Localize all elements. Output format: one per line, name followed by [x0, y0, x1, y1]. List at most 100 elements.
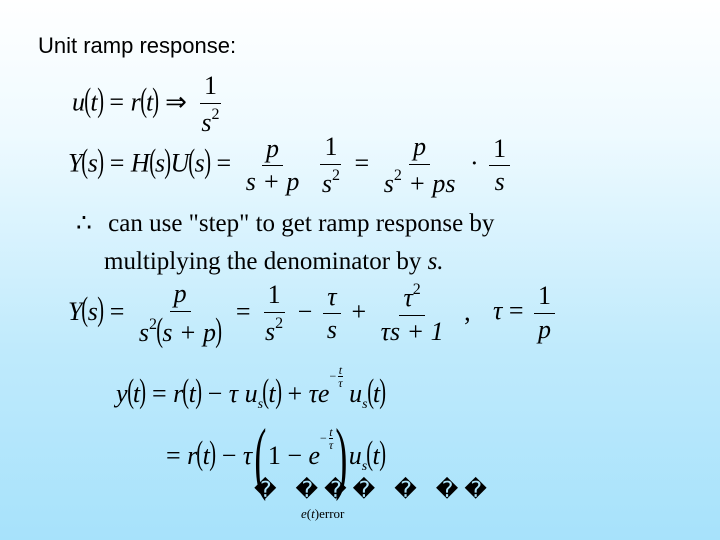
exponent: 2 [393, 166, 402, 184]
term-s-plus-p: s + p [162, 317, 217, 347]
var-t: t [188, 379, 196, 408]
fraction-numerator: τ2 [399, 281, 425, 316]
var-tau: τ [242, 440, 253, 470]
underbrace-glyphs: � ��� � �� [254, 478, 493, 503]
fraction-p-over-s2-s-plus-p: p s2(s + p) [135, 279, 225, 348]
var-tau: τ [403, 283, 413, 313]
error-word: error [319, 506, 345, 521]
equation-ramp-input: u(t) = r(t) ⇒ 1 s2 [72, 71, 228, 137]
comma: , [464, 296, 471, 326]
var-r: r [173, 379, 184, 408]
explanation-text: multiplying the denominator by [104, 248, 422, 275]
minus-sign: − [207, 379, 223, 408]
var-s: s [87, 296, 98, 326]
fraction-denominator: s2 + ps [380, 165, 460, 199]
var-s: s [87, 148, 98, 178]
var-s: s [201, 107, 212, 137]
error-label: e(t)error [301, 506, 345, 521]
fraction-p-over-s-plus-p: p s + p [242, 134, 304, 197]
equation-output-laplace: Y(s) = H(s)U(s) = p s + p 1 s2 = p s2 + … [68, 132, 514, 199]
var-u: u [244, 379, 258, 408]
minus-sign: − [297, 296, 313, 326]
minus-sign: − [329, 369, 337, 383]
var-u: u [348, 440, 362, 470]
var-s: s [383, 168, 394, 198]
fraction-numerator: 1 [320, 132, 342, 165]
equals-sign: = [151, 379, 167, 408]
equals-sign: = [235, 296, 251, 326]
var-t: t [268, 379, 276, 408]
var-t: t [311, 506, 315, 521]
fraction-denominator: τs + 1 [380, 316, 444, 346]
var-s: s [155, 148, 166, 178]
multiply-dot: · [469, 148, 479, 178]
explanation-line-2: multiplying the denominator by s. [104, 248, 444, 276]
fraction-p-over-s2-plus-ps: p s2 + ps [380, 132, 460, 199]
fraction-one-over-s2: 1 s2 [261, 281, 287, 346]
var-H: H [130, 148, 150, 178]
fraction-numerator: 1 [263, 281, 285, 313]
var-y: y [116, 379, 128, 408]
var-t: t [132, 379, 141, 408]
fraction-numerator: p [409, 132, 431, 165]
var-tau: τ [228, 379, 239, 408]
exponent: 2 [275, 314, 284, 332]
fraction-denominator: τ [338, 376, 343, 390]
var-t: t [372, 440, 380, 470]
var-e: e [301, 506, 307, 521]
subscript-s: s [362, 397, 368, 412]
var-r: r [130, 87, 141, 117]
minus-sign: − [221, 440, 237, 470]
exponent: 2 [149, 315, 158, 333]
equals-sign: = [109, 296, 125, 326]
fraction-numerator: t [329, 424, 333, 439]
fraction-one-over-p: 1 p [533, 281, 555, 344]
fraction-numerator: 1 [533, 281, 555, 314]
var-t: t [372, 379, 381, 408]
slide-title: Unit ramp response: [38, 33, 237, 58]
fraction-numerator: 1 [489, 134, 511, 167]
equals-sign: = [109, 87, 125, 117]
exponent: 2 [412, 281, 421, 299]
var-t: t [202, 440, 210, 470]
plus-sign: + [287, 379, 303, 408]
var-u: u [72, 87, 85, 117]
equation-partial-fractions: Y(s) = p s2(s + p) = 1 s2 − τ s + τ2 τs … [68, 279, 471, 349]
var-tau: τ [493, 296, 503, 326]
var-s: s. [427, 248, 444, 275]
fraction-numerator: τ [323, 282, 341, 315]
var-t: t [146, 87, 154, 117]
fraction-numerator: t [338, 363, 343, 377]
fraction-denominator: s2 [318, 165, 344, 199]
plus-sign: + [351, 296, 367, 326]
equals-sign: = [166, 440, 181, 470]
fraction-numerator: 1 [199, 71, 221, 104]
equals-sign: = [354, 148, 370, 178]
fraction-denominator: p [537, 314, 551, 344]
term-ps: + ps [408, 168, 456, 198]
var-e: e [308, 440, 321, 470]
var-s: s [138, 317, 150, 347]
var-s: s [265, 316, 276, 346]
var-r: r [187, 440, 198, 470]
equals-sign: = [109, 148, 125, 178]
equals-sign: = [508, 296, 524, 326]
explanation-text: can use "step" to get ramp response by [108, 210, 495, 237]
implies-arrow: ⇒ [165, 87, 187, 117]
var-s: s [321, 168, 333, 198]
var-s: s [194, 148, 205, 178]
var-u: u [349, 379, 363, 408]
fraction-denominator: τ [328, 437, 334, 452]
equals-sign: = [216, 148, 232, 178]
var-Y: Y [68, 148, 83, 178]
therefore-symbol: ∴ [76, 210, 92, 237]
exponent: 2 [211, 105, 220, 123]
fraction-denominator: s + p [245, 167, 300, 197]
fraction-denominator: s [494, 167, 505, 197]
fraction-one-over-s2: 1 s2 [197, 71, 223, 137]
